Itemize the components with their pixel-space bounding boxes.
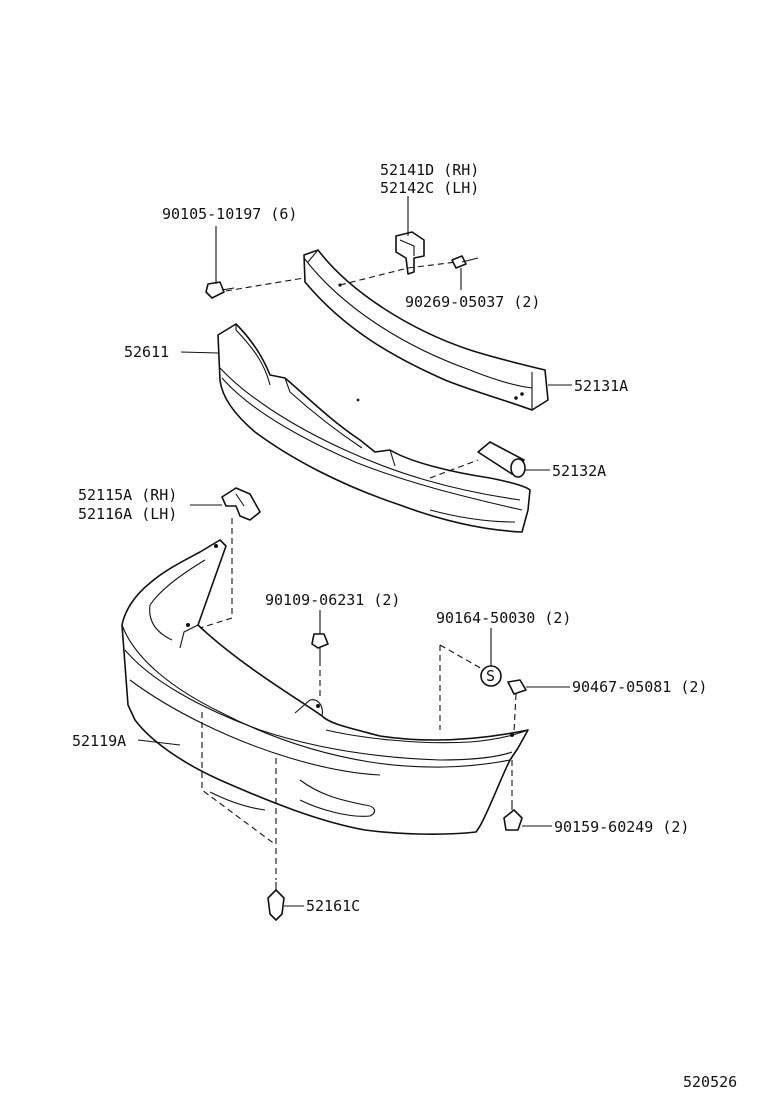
label-52161c: 52161C	[306, 897, 360, 915]
bolt-90109	[311, 633, 329, 660]
label-90269: 90269-05037 (2)	[405, 293, 540, 311]
energy-absorber	[217, 323, 531, 533]
label-90159: 90159-60249 (2)	[554, 818, 689, 836]
label-90467: 90467-05081 (2)	[572, 678, 707, 696]
label-52142c: 52142C (LH)	[380, 179, 479, 197]
clip-90164: S	[480, 665, 502, 687]
figure-number: 520526	[683, 1073, 737, 1091]
screw-90159	[503, 800, 523, 831]
assembly-dashed-lines	[199, 261, 517, 880]
label-52141d: 52141D (RH)	[380, 161, 479, 179]
part-labels: 52141D (RH) 52142C (LH) 90105-10197 (6) …	[72, 161, 737, 1091]
pin-52161c	[267, 882, 285, 921]
clip-marker: S	[486, 667, 495, 685]
label-90105: 90105-10197 (6)	[162, 205, 297, 223]
bumper-retainer	[221, 487, 261, 521]
label-90109: 90109-06231 (2)	[265, 591, 400, 609]
bolt-90105	[205, 281, 235, 299]
bumper-cover	[121, 539, 529, 835]
label-52131a: 52131A	[574, 377, 628, 395]
bumper-reinforcement	[303, 249, 549, 411]
label-90164: 90164-50030 (2)	[436, 609, 571, 627]
spacer-52132a	[477, 441, 526, 478]
label-52611: 52611	[124, 343, 169, 361]
leader-lines	[137, 196, 572, 907]
label-52119a: 52119A	[72, 732, 126, 750]
label-52116a: 52116A (LH)	[78, 505, 177, 523]
label-52132a: 52132A	[552, 462, 606, 480]
reinforcement-bracket	[395, 231, 425, 275]
screw-90269	[451, 255, 479, 269]
label-52115a: 52115A (RH)	[78, 486, 177, 504]
nut-90467	[507, 679, 527, 695]
